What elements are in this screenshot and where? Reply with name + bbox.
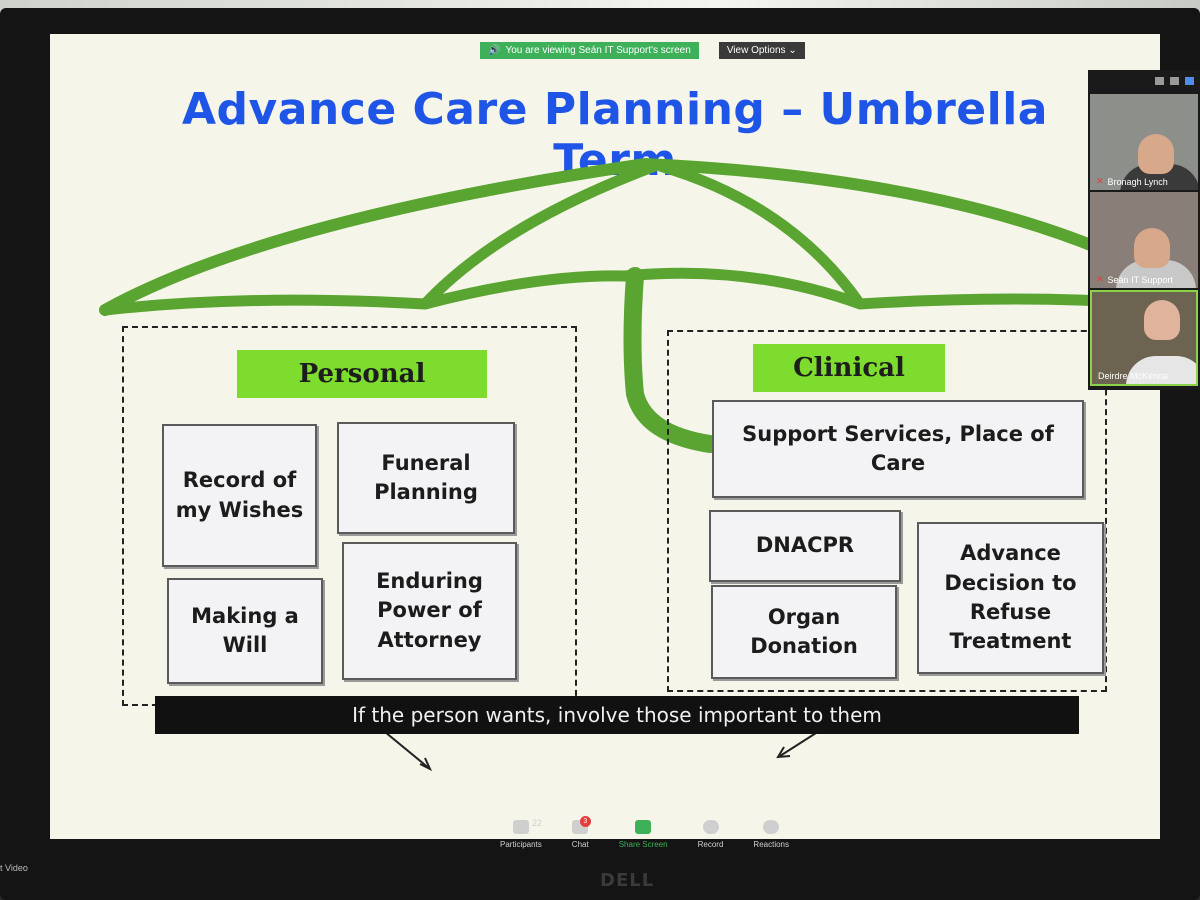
mic-muted-icon: ✕ [1096,176,1104,186]
reactions-label: Reactions [753,840,789,849]
record-button[interactable]: Record [697,820,724,865]
participant-name: Bronagh Lynch [1107,176,1168,187]
participants-label: Participants [500,840,542,849]
monitor-brand-logo: DELL [600,870,655,891]
participants-button[interactable]: 22 Participants [500,818,543,865]
video-silhouette [1126,356,1196,384]
share-screen-label: Share Screen [618,840,668,849]
participant-tile[interactable]: ✕ Bronagh Lynch [1090,94,1198,190]
stop-video-button[interactable]: t Video [0,863,28,873]
participant-tile-active[interactable]: Deirdre McKenna [1090,290,1198,386]
personal-tag: Personal [237,350,487,398]
participants-panel: ✕ Bronagh Lynch ✕ Seán IT Support Deirdr… [1088,70,1200,390]
mic-muted-icon: ✕ [1096,274,1104,284]
card-dnacpr: DNACPR [709,510,901,582]
video-face [1134,228,1170,268]
shared-screen: 🔊 You are viewing Seán IT Support's scre… [50,34,1160,839]
share-status-pill: 🔊 You are viewing Seán IT Support's scre… [480,41,699,59]
slide-title: Advance Care Planning – Umbrella Term [181,84,1048,186]
participants-icon [512,820,529,834]
reactions-button[interactable]: Reactions [753,820,789,865]
involve-banner: If the person wants, involve those impor… [155,696,1079,734]
card-making-will: Making a Will [167,578,323,684]
share-screen-button[interactable]: Share Screen [619,820,668,865]
card-support-services: Support Services, Place of Care [712,400,1084,498]
chat-badge: 3 [579,816,591,827]
monitor-frame: 🔊 You are viewing Seán IT Support's scre… [0,8,1200,900]
record-icon [702,820,719,834]
card-record-wishes: Record of my Wishes [162,424,317,567]
share-status-text: You are viewing Seán IT Support's screen [505,44,691,56]
clinical-tag: Clinical [753,344,945,392]
panel-controls [1088,70,1200,92]
participant-label: Deirdre McKenna [1098,371,1168,381]
share-screen-icon [635,820,652,834]
participant-label: ✕ Bronagh Lynch [1096,176,1168,187]
participant-label: ✕ Seán IT Support [1096,274,1173,285]
umbrella-graphic [99,157,1160,453]
restore-icon[interactable] [1170,77,1179,85]
clinical-group [667,330,1107,692]
record-label: Record [697,840,724,849]
meeting-toolbar: 22 Participants 3 Chat Share Screen Reco… [500,816,789,865]
video-face [1144,300,1180,340]
minimize-icon[interactable] [1155,77,1164,85]
participant-tile[interactable]: ✕ Seán IT Support [1090,192,1198,288]
card-power-of-attorney: Enduring Power of Attorney [342,542,517,680]
card-organ-donation: Organ Donation [711,585,897,679]
card-advance-decision: Advance Decision to Refuse Treatment [917,522,1104,674]
participants-count: 22 [532,818,543,828]
video-face [1138,134,1174,174]
gallery-view-icon[interactable] [1185,77,1194,85]
card-funeral-planning: Funeral Planning [337,422,515,534]
reactions-icon [763,820,780,834]
participant-name: Deirdre McKenna [1098,371,1169,381]
view-options-button[interactable]: View Options ⌄ [718,41,805,59]
speaker-icon: 🔊 [488,44,501,56]
participant-name: Seán IT Support [1107,274,1173,285]
chat-button[interactable]: 3 Chat [571,816,591,865]
share-banner: 🔊 You are viewing Seán IT Support's scre… [480,40,805,60]
chat-label: Chat [571,840,589,849]
